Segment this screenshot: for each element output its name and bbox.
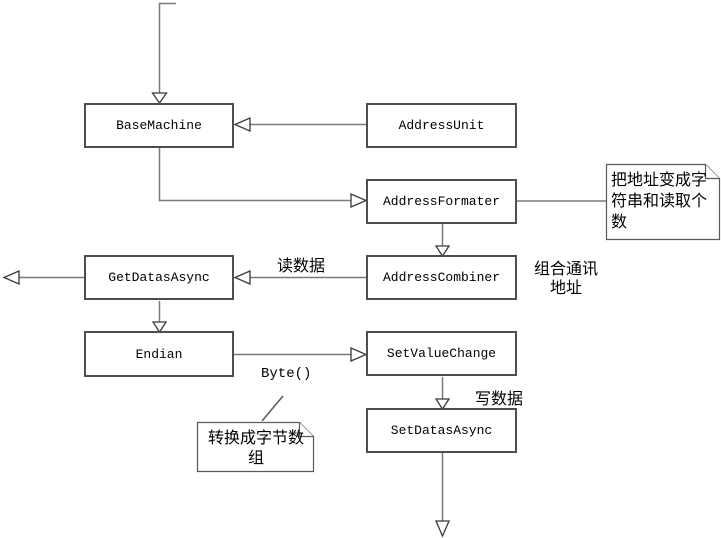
arrowhead-down-setdatasasync <box>434 398 451 411</box>
note-address-formater-shape[interactable] <box>605 163 721 241</box>
connector-top-into-basemachine <box>158 2 176 93</box>
node-address-formater[interactable]: AddressFormater <box>366 179 517 224</box>
node-get-datas-async[interactable]: GetDatasAsync <box>84 255 234 300</box>
arrowhead-down-basemachine <box>151 92 168 105</box>
arrowhead-down-addresscombiner <box>434 245 451 258</box>
note-address-formater-fold <box>704 164 720 180</box>
arrowhead-right-setvaluechange <box>350 347 368 362</box>
arrowhead-left-basemachine <box>233 117 251 132</box>
edge-label-combine-address: 组合通讯地址 <box>533 261 598 297</box>
connector-basemachine-to-addressformater <box>158 147 351 202</box>
note-endian-fold <box>298 422 314 438</box>
edge-label-byte-call: Byte() <box>261 366 312 382</box>
node-endian[interactable]: Endian <box>84 331 234 377</box>
arrowhead-left-edge <box>2 270 20 285</box>
edge-label-write-data: 写数据 <box>475 391 524 408</box>
edge-label-read-data: 读数据 <box>277 258 326 275</box>
arrowhead-down-bottom-exit <box>435 520 450 538</box>
note-address-formater-text: 把地址变成字符串和读取个数 <box>611 172 708 231</box>
node-set-value-change[interactable]: SetValueChange <box>366 331 517 376</box>
arrowhead-right-addressformater <box>350 193 368 208</box>
node-set-datas-async[interactable]: SetDatasAsync <box>366 408 517 453</box>
arrowhead-left-getdatasasync <box>233 270 251 285</box>
note-endian-leader-line <box>261 395 284 422</box>
note-endian-text: 转换成字节数组 <box>207 430 304 467</box>
node-address-combiner[interactable]: AddressCombiner <box>366 255 517 300</box>
note-endian-shape[interactable] <box>196 421 315 473</box>
node-base-machine[interactable]: BaseMachine <box>84 103 234 148</box>
arrowhead-down-endian <box>151 321 168 334</box>
node-address-unit[interactable]: AddressUnit <box>366 103 517 148</box>
